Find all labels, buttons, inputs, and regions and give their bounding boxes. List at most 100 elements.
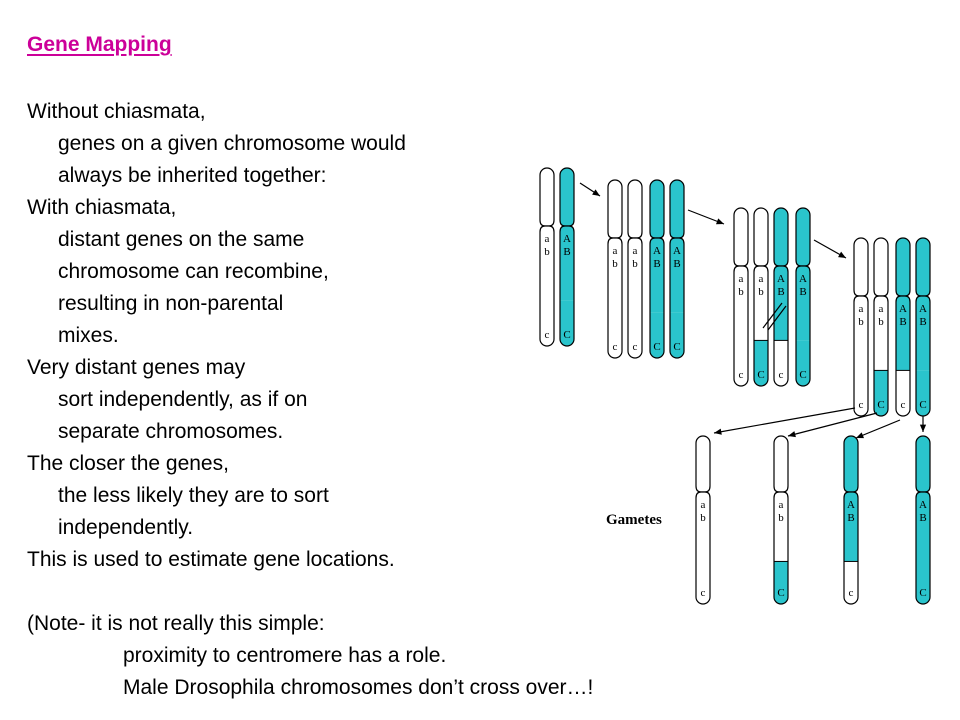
locus-label: C <box>673 341 680 353</box>
locus-label: a <box>613 245 618 257</box>
body-line: the less likely they are to sort <box>58 484 329 507</box>
chromosome-stage1: ab c <box>539 167 555 347</box>
locus-label: C <box>757 369 764 381</box>
locus-label: A <box>919 303 927 315</box>
locus-label: A <box>919 499 927 511</box>
locus-label: B <box>919 316 926 328</box>
gamete-chromosome: abC <box>773 435 789 605</box>
chromosome-stage4: AB C <box>915 237 931 417</box>
body-line: With chiasmata, <box>27 196 177 219</box>
locus-label: c <box>545 329 550 341</box>
body-line: Very distant genes may <box>27 356 246 379</box>
body-line: proximity to centromere has a role. <box>123 644 447 667</box>
arrow <box>787 412 878 438</box>
locus-label: B <box>847 512 854 524</box>
locus-label: A <box>799 273 807 285</box>
locus-label: B <box>673 258 680 270</box>
locus-label: C <box>653 341 660 353</box>
locus-label: a <box>739 273 744 285</box>
body-line: mixes. <box>58 324 119 347</box>
gamete-chromosome: ab c <box>695 435 711 605</box>
locus-label: C <box>919 587 926 599</box>
body-line: genes on a given chromosome would <box>58 132 406 155</box>
body-line: The closer the genes, <box>27 452 229 475</box>
locus-label: B <box>799 286 806 298</box>
locus-label: c <box>739 369 744 381</box>
arrow <box>855 419 901 439</box>
body-line: This is used to estimate gene locations. <box>27 548 395 571</box>
locus-label: b <box>758 286 764 298</box>
chromosome-stage3: AB C <box>795 207 811 387</box>
locus-label: C <box>799 369 806 381</box>
body-line: separate chromosomes. <box>58 420 284 443</box>
locus-label: c <box>901 399 906 411</box>
locus-label: b <box>778 512 784 524</box>
gamete-chromosome: ABc <box>843 435 859 605</box>
locus-label: A <box>653 245 661 257</box>
locus-label: b <box>700 512 706 524</box>
locus-label: A <box>563 233 571 245</box>
arrow <box>713 407 856 435</box>
blank-line <box>27 576 547 608</box>
body-line: Male Drosophila chromosomes don’t cross … <box>123 676 594 699</box>
locus-label: A <box>673 245 681 257</box>
locus-label: c <box>701 587 706 599</box>
body-line: sort independently, as if on <box>58 388 308 411</box>
locus-label: A <box>777 273 785 285</box>
chromosome-stage4: ab c <box>853 237 869 417</box>
locus-label: B <box>919 512 926 524</box>
locus-label: C <box>919 399 926 411</box>
chromosome-stage2: AB C <box>649 179 665 359</box>
locus-label: a <box>701 499 706 511</box>
locus-label: c <box>779 369 784 381</box>
locus-label: a <box>633 245 638 257</box>
body-line: always be inherited together: <box>58 164 327 187</box>
chromosome-stage2: ab c <box>627 179 643 359</box>
locus-label: a <box>759 273 764 285</box>
locus-label: C <box>777 587 784 599</box>
locus-label: B <box>899 316 906 328</box>
crossover-mark <box>762 302 787 331</box>
arrow <box>813 239 847 259</box>
locus-label: B <box>653 258 660 270</box>
body-line: (Note- it is not really this simple: <box>27 612 325 635</box>
chromosome-stage3: abc <box>733 207 749 387</box>
locus-label: B <box>777 286 784 298</box>
locus-label: a <box>859 303 864 315</box>
locus-label: B <box>563 246 570 258</box>
chromosome-stage3: abC <box>753 207 769 387</box>
locus-label: b <box>858 316 864 328</box>
body-line: chromosome can recombine, <box>58 260 329 283</box>
locus-label: b <box>878 316 884 328</box>
locus-label: A <box>847 499 855 511</box>
chromosome-stage2: AB C <box>669 179 685 359</box>
body-line: Without chiasmata, <box>27 100 206 123</box>
locus-label: A <box>899 303 907 315</box>
locus-label: c <box>859 399 864 411</box>
arrow <box>687 209 725 225</box>
arrow <box>579 182 601 197</box>
chromosome-crossover-diagram: abcABCabcabcABCABCabcabCABcABCabcabCABcA… <box>539 167 931 605</box>
locus-label: a <box>779 499 784 511</box>
chromosome-stage4: abC <box>873 237 889 417</box>
arrow <box>919 416 927 432</box>
chromosome-stage2: ab c <box>607 179 623 359</box>
chromosome-stage3: ABc <box>773 207 789 387</box>
locus-label: b <box>612 258 618 270</box>
locus-label: c <box>613 341 618 353</box>
body-line: distant genes on the same <box>58 228 305 251</box>
body-line: resulting in non-parental <box>58 292 284 315</box>
locus-label: b <box>544 246 550 258</box>
locus-label: C <box>563 329 570 341</box>
chromosome-stage4: ABc <box>895 237 911 417</box>
body-line: independently. <box>58 516 194 539</box>
locus-label: b <box>632 258 638 270</box>
locus-label: c <box>849 587 854 599</box>
locus-label: c <box>633 341 638 353</box>
gametes-label: Gametes <box>606 512 662 528</box>
slide-body: Without chiasmata, genes on a given chrom… <box>27 96 594 704</box>
locus-label: C <box>877 399 884 411</box>
locus-label: a <box>879 303 884 315</box>
locus-label: a <box>545 233 550 245</box>
